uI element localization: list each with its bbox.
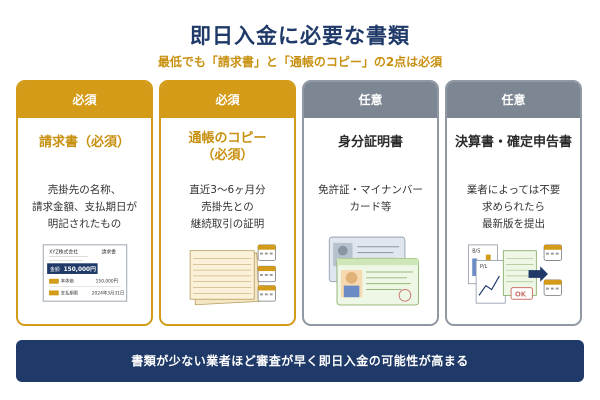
card-title: 決算書・確定申告書	[454, 135, 572, 150]
card-title: 身分証明書	[337, 135, 403, 150]
svg-text:支払期限: 支払期限	[61, 289, 79, 296]
card-title: 通帳のコピー （必須）	[161, 130, 294, 164]
svg-text:2024年3月31日: 2024年3月31日	[92, 289, 125, 296]
svg-text:P/L: P/L	[480, 264, 488, 270]
desc-line: 継続取引の証明	[190, 218, 265, 230]
desc-line: 売掛先の名称、	[47, 184, 122, 196]
svg-text:150,000円: 150,000円	[64, 266, 96, 273]
optional-badge: 任意	[447, 82, 580, 118]
card-passbook: 必須 通帳のコピー （必須） 直近3〜6ヶ月分 売掛先との 継続取引の証明	[159, 80, 296, 326]
card-description: 業者によっては不要 求められたら 最新版を提出	[447, 182, 580, 233]
card-description: 売掛先の名称、 請求金額、支払期日が 明記されたもの	[18, 182, 151, 233]
card-description: 免許証・マイナンバー カード等	[304, 182, 437, 216]
calendar-icon	[257, 265, 276, 283]
desc-line: 直近3〜6ヶ月分	[189, 184, 266, 196]
desc-line: 売掛先との	[201, 201, 254, 213]
card-description: 直近3〜6ヶ月分 売掛先との 継続取引の証明	[161, 182, 294, 233]
page-title: 即日入金に必要な書類	[190, 24, 410, 48]
desc-line: カード等	[349, 201, 392, 213]
svg-text:150,000円: 150,000円	[96, 279, 118, 285]
invoice-icon: XYZ株式会社 請求書 金額 150,000円 本体価 150,000円 支払期…	[42, 244, 128, 302]
svg-text:OK: OK	[515, 290, 527, 298]
passbook-icon	[189, 244, 276, 306]
desc-line: 請求金額、支払期日が	[32, 201, 137, 213]
financial-statement-icon: B/S P/L OK	[467, 244, 562, 304]
card-id: 任意 身分証明書 免許証・マイナンバー カード等	[302, 80, 439, 326]
desc-line: 免許証・マイナンバー	[318, 184, 423, 196]
page-subtitle: 最低でも「請求書」と「通帳のコピー」の2点は必須	[157, 55, 443, 69]
arrow-icon	[528, 266, 548, 282]
card-invoice: 必須 請求書（必須） 売掛先の名称、 請求金額、支払期日が 明記されたもの XY…	[16, 80, 153, 326]
desc-line: 業者によっては不要	[466, 184, 561, 196]
svg-text:XYZ株式会社: XYZ株式会社	[49, 249, 78, 256]
card-title-line: （必須）	[201, 148, 254, 163]
desc-line: 明記されたもの	[47, 218, 122, 230]
card-title: 請求書（必須）	[38, 135, 130, 150]
calendar-icon	[257, 244, 276, 261]
svg-text:請求書: 請求書	[101, 249, 116, 256]
desc-line: 最新版を提出	[482, 218, 545, 230]
id-card-icon	[328, 236, 419, 306]
required-badge: 必須	[161, 82, 294, 118]
svg-text:本体価: 本体価	[61, 278, 75, 285]
svg-text:金額: 金額	[50, 266, 60, 273]
required-badge: 必須	[18, 82, 151, 118]
desc-line: 求められたら	[482, 201, 545, 213]
card-financial-statements: 任意 決算書・確定申告書 業者によっては不要 求められたら 最新版を提出 B/S…	[445, 80, 582, 326]
card-title-line: 通帳のコピー	[188, 131, 267, 146]
calendar-icon	[543, 244, 562, 261]
calendar-icon	[257, 285, 276, 302]
optional-badge: 任意	[304, 82, 437, 118]
svg-text:B/S: B/S	[472, 249, 480, 255]
calendar-icon	[543, 279, 562, 296]
conclusion-banner: 書類が少ない業者ほど審査が早く即日入金の可能性が高まる	[16, 340, 584, 382]
